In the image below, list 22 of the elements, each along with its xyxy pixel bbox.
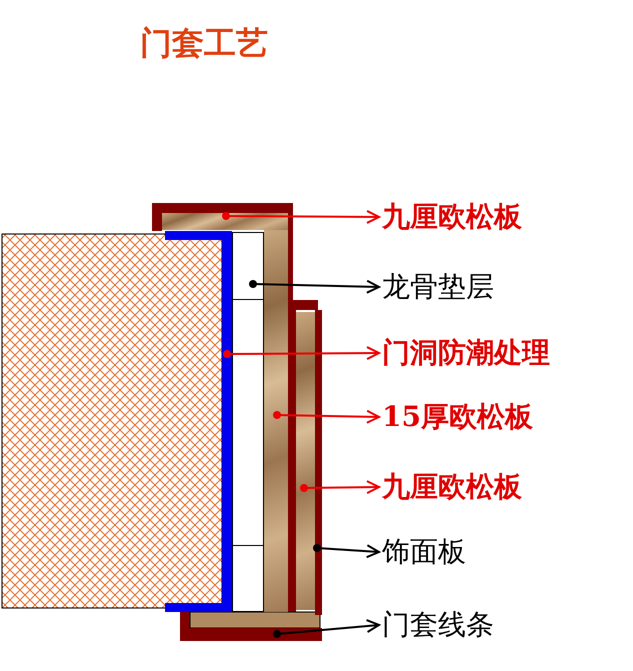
leader-line [223,346,380,360]
leader-line [222,210,380,224]
membrane-strip [165,231,232,612]
facing-panel [315,310,322,615]
board-strip [296,312,315,610]
callout-label: 九厘欧松板 [382,470,522,504]
leader-line [249,280,380,294]
callout-label: 饰面板 [382,535,466,569]
callout-label: 15厚欧松板 [382,400,533,434]
callout-label: 九厘欧松板 [382,200,522,234]
callout-label: 门洞防潮处理 [382,336,550,370]
batten-layer [232,232,264,612]
leader-line [313,544,380,558]
diagram-title: 门套工艺 [140,23,268,64]
callout-label: 门套线条 [382,608,494,642]
callout-label: 龙骨垫层 [382,270,494,304]
board-strip [162,213,288,230]
board-strip [264,230,288,612]
leader-line [273,410,380,424]
leader-line [273,619,380,638]
trim-strip [180,628,322,641]
leader-line [300,480,380,494]
